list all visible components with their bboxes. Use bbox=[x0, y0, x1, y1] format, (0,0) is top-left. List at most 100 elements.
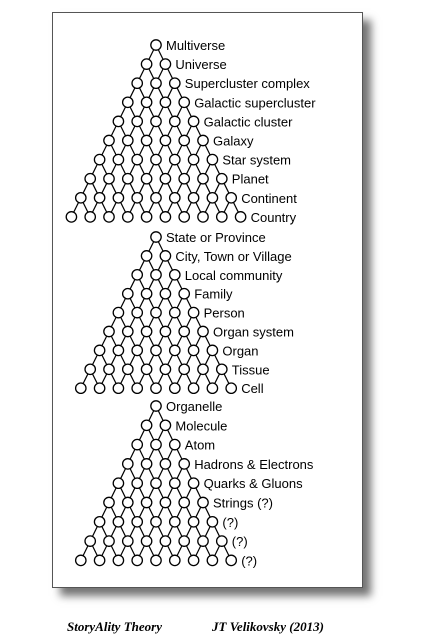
lattice-node bbox=[150, 268, 162, 281]
lattice-node bbox=[178, 325, 191, 338]
lattice-node bbox=[168, 344, 181, 357]
lattice-node bbox=[112, 382, 125, 395]
level-label: Galactic supercluster bbox=[194, 95, 316, 110]
lattice-node bbox=[93, 554, 106, 567]
lattice-node bbox=[74, 382, 87, 395]
level-label: Quarks & Gluons bbox=[204, 476, 303, 491]
lattice-node bbox=[168, 554, 181, 567]
lattice-node bbox=[150, 306, 162, 319]
lattice-node bbox=[187, 115, 200, 128]
lattice-node bbox=[150, 515, 162, 528]
lattice-node bbox=[225, 554, 238, 567]
level-label: Continent bbox=[241, 191, 297, 206]
level-label: Organelle bbox=[166, 399, 222, 414]
level-label: Organ bbox=[222, 343, 258, 358]
lattice-node bbox=[103, 325, 115, 338]
lattice-node bbox=[197, 496, 209, 509]
lattice-node bbox=[140, 211, 153, 223]
level-label: Atom bbox=[185, 438, 215, 453]
lattice-node bbox=[234, 211, 247, 223]
lattice-node bbox=[84, 172, 97, 185]
level-label: (?) bbox=[222, 515, 238, 530]
lattice-node bbox=[93, 344, 106, 357]
lattice-node bbox=[150, 39, 162, 51]
caption-left: StoryAlity Theory bbox=[67, 619, 162, 634]
lattice-node bbox=[178, 363, 191, 376]
level-label: Star system bbox=[222, 153, 291, 168]
lattice-node bbox=[159, 58, 172, 70]
lattice-node bbox=[103, 496, 115, 509]
lattice-node bbox=[215, 211, 228, 223]
lattice-node bbox=[103, 363, 115, 376]
lattice-node bbox=[150, 77, 162, 90]
lattice-node bbox=[178, 172, 191, 185]
lattice-node bbox=[187, 306, 200, 319]
level-label: State or Province bbox=[166, 230, 266, 245]
lattice-node bbox=[140, 458, 153, 470]
lattice-node bbox=[178, 535, 191, 547]
lattice-node bbox=[140, 325, 153, 338]
lattice-node bbox=[140, 535, 153, 547]
lattice-node bbox=[168, 515, 181, 528]
level-label: Strings (?) bbox=[213, 496, 273, 511]
lattice-node bbox=[197, 211, 209, 223]
lattice-node bbox=[131, 153, 144, 166]
lattice-node bbox=[178, 211, 191, 223]
level-label: Tissue bbox=[232, 362, 270, 377]
lattice-node bbox=[74, 554, 87, 567]
lattice-node bbox=[131, 382, 144, 395]
lattice-node bbox=[65, 211, 78, 223]
lattice-node bbox=[121, 363, 134, 376]
lattice-node bbox=[168, 115, 181, 128]
lattice-node bbox=[150, 554, 162, 567]
level-label: Organ system bbox=[213, 325, 294, 340]
lattice-node bbox=[131, 438, 144, 451]
lattice-node bbox=[140, 172, 153, 185]
lattice-node bbox=[187, 515, 200, 528]
lattice-node bbox=[197, 134, 209, 147]
lattice-node bbox=[159, 496, 172, 509]
lattice-node bbox=[121, 535, 134, 547]
lattice-node bbox=[159, 211, 172, 223]
lattice-node bbox=[140, 58, 153, 70]
lattice-node bbox=[197, 363, 209, 376]
lattice-node bbox=[225, 382, 238, 395]
lattice-node bbox=[140, 96, 153, 109]
lattice-node bbox=[112, 191, 125, 204]
lattice-node bbox=[131, 515, 144, 528]
lattice-node bbox=[93, 191, 106, 204]
lattice-node bbox=[140, 250, 153, 262]
lattice-node bbox=[206, 554, 219, 567]
lattice-node bbox=[140, 287, 153, 300]
lattice-node bbox=[121, 287, 134, 300]
lattice-node bbox=[131, 477, 144, 490]
lattice-node bbox=[103, 172, 115, 185]
lattice-node bbox=[168, 153, 181, 166]
lattice-node bbox=[150, 153, 162, 166]
lattice-node bbox=[187, 153, 200, 166]
lattice-node bbox=[93, 382, 106, 395]
lattice-node bbox=[168, 477, 181, 490]
lattice-node bbox=[159, 535, 172, 547]
lattice-node bbox=[187, 382, 200, 395]
lattice-node bbox=[159, 96, 172, 109]
level-label: Molecule bbox=[175, 418, 227, 433]
lattice-node bbox=[150, 382, 162, 395]
lattice-node bbox=[121, 211, 134, 223]
lattice-node bbox=[93, 515, 106, 528]
lattice-node bbox=[159, 419, 172, 432]
lattice-node bbox=[112, 115, 125, 128]
level-label: Family bbox=[194, 287, 233, 302]
lattice-node bbox=[178, 134, 191, 147]
lattice-node bbox=[74, 191, 87, 204]
lattice-node bbox=[150, 344, 162, 357]
lattice-node bbox=[178, 287, 191, 300]
lattice-node bbox=[84, 363, 97, 376]
level-label: Galactic cluster bbox=[204, 114, 294, 129]
lattice-node bbox=[215, 363, 228, 376]
lattice-node bbox=[150, 477, 162, 490]
level-label: Cell bbox=[241, 381, 264, 396]
lattice-node bbox=[197, 535, 209, 547]
